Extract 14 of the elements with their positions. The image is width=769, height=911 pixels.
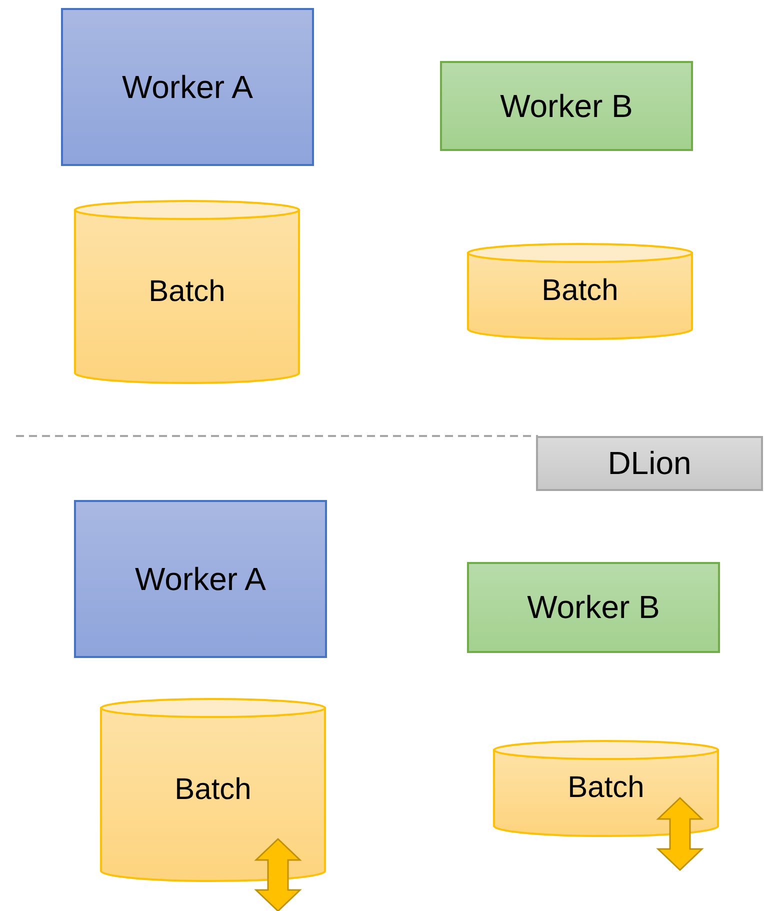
node-text: Worker A <box>122 68 253 106</box>
worker-box <box>74 500 327 658</box>
worker-box <box>467 562 720 653</box>
node-text: Worker B <box>527 589 660 626</box>
node-text: Worker A <box>135 560 266 598</box>
node-text: Batch <box>542 274 618 308</box>
node-text: Batch <box>568 771 644 805</box>
node-text: Batch <box>174 772 252 806</box>
system-label-box <box>536 436 763 491</box>
node-text: Worker B <box>500 88 633 124</box>
worker-box <box>61 8 314 166</box>
node-text: DLion <box>608 445 692 482</box>
worker-box <box>440 61 693 151</box>
node-text: Batch <box>148 274 226 308</box>
